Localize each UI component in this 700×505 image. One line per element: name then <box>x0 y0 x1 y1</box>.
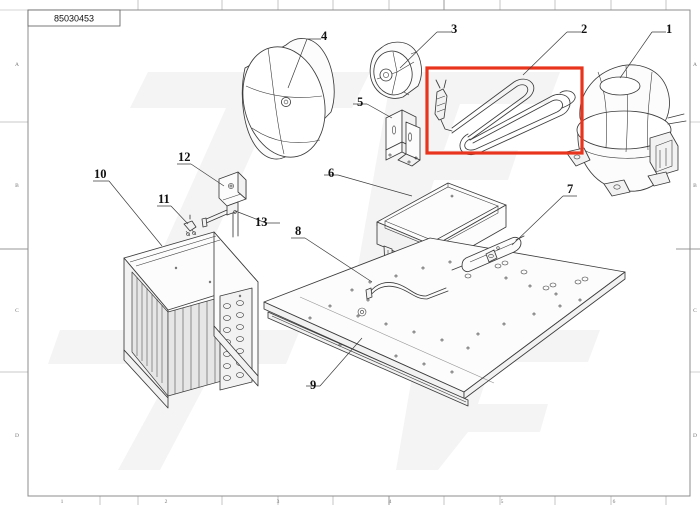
part-condenser-coil <box>123 231 259 409</box>
callout-7[interactable]: 7 <box>567 182 573 196</box>
part-number-block: 85030453 <box>27 9 121 27</box>
part-mounting-bracket <box>385 109 421 167</box>
row-label-b-left: B <box>15 183 19 189</box>
frame-column-labels: 1 2 3 4 5 6 <box>61 499 616 505</box>
part-evaporator-coil <box>434 78 576 156</box>
callout-13[interactable]: 13 <box>255 215 268 229</box>
col-label-6: 6 <box>613 499 616 505</box>
col-label-2: 2 <box>165 499 168 505</box>
part-number-text: 85030453 <box>54 14 94 24</box>
row-label-b-right: B <box>693 183 697 189</box>
callout-9[interactable]: 9 <box>310 378 316 392</box>
row-label-c-left: C <box>15 308 19 314</box>
callout-leaders <box>93 31 666 387</box>
part-suction-tube <box>365 282 449 300</box>
row-label-a-left: A <box>15 62 19 68</box>
row-label-d-right: D <box>693 433 697 439</box>
callout-10[interactable]: 10 <box>94 167 107 181</box>
part-fan-blade <box>241 38 335 160</box>
col-label-1: 1 <box>61 499 64 505</box>
col-label-4: 4 <box>389 499 392 505</box>
row-label-d-left: D <box>15 433 19 439</box>
part-fan-motor <box>369 41 422 99</box>
part-compressor <box>565 64 687 197</box>
frame-row-labels: A B C D A B C D <box>15 62 697 439</box>
part-base-panel <box>263 237 626 407</box>
callout-2[interactable]: 2 <box>581 22 587 36</box>
row-label-a-right: A <box>693 62 697 68</box>
part-filter-drier <box>451 235 525 273</box>
callout-11[interactable]: 11 <box>158 192 170 206</box>
callout-12[interactable]: 12 <box>178 150 191 164</box>
callout-6[interactable]: 6 <box>328 166 334 180</box>
callout-numbers: 1 2 3 4 5 6 7 8 9 10 11 12 13 <box>94 22 672 392</box>
callout-5[interactable]: 5 <box>357 95 363 109</box>
col-label-5: 5 <box>501 499 504 505</box>
callout-8[interactable]: 8 <box>295 224 301 238</box>
callout-4[interactable]: 4 <box>321 29 328 43</box>
callout-1[interactable]: 1 <box>666 22 672 36</box>
col-label-3: 3 <box>277 499 280 505</box>
part-coupling-fitting <box>183 214 197 237</box>
row-label-c-right: C <box>693 308 697 314</box>
part-solenoid-valve <box>201 171 247 238</box>
selected-part-highlight[interactable] <box>425 66 584 155</box>
callout-3[interactable]: 3 <box>451 22 457 36</box>
